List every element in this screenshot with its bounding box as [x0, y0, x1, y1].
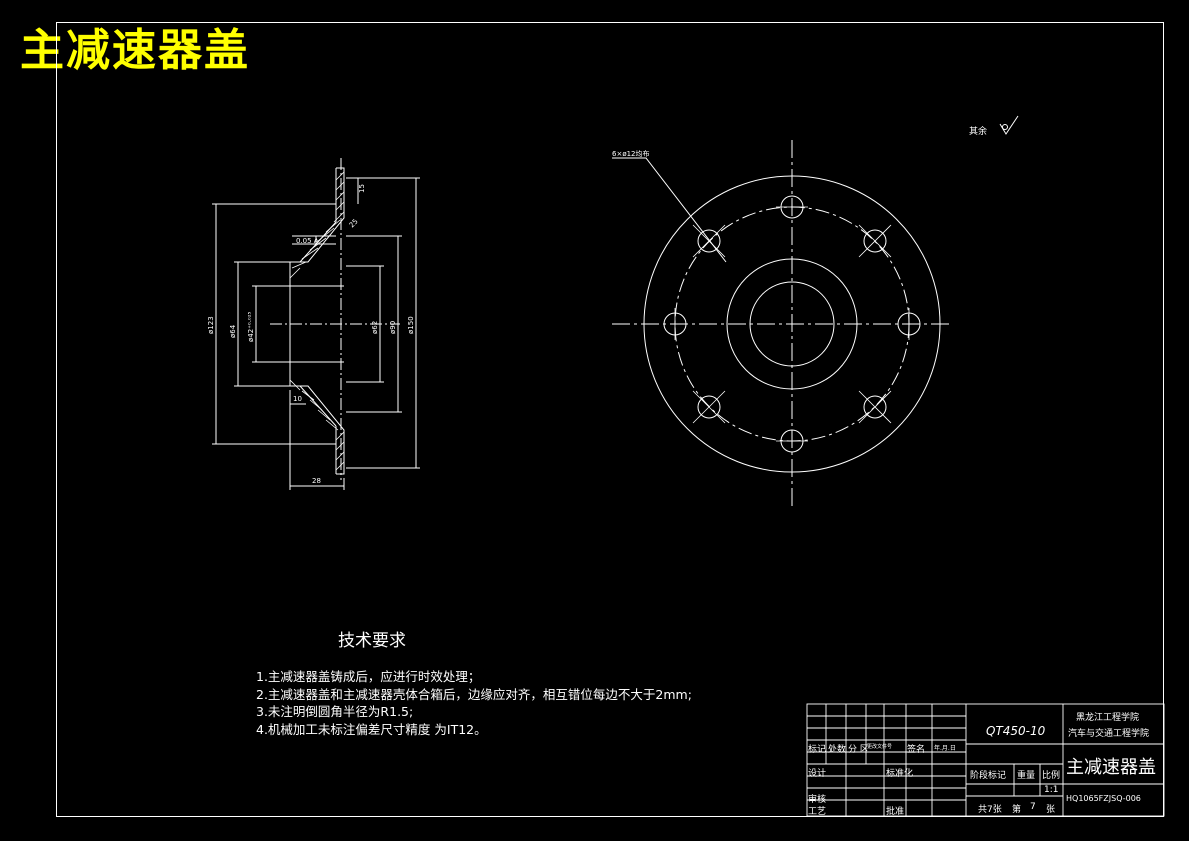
standard-label: 标准化 — [886, 769, 914, 779]
header-sign: 签名 — [907, 745, 926, 755]
header-mark: 标记 — [808, 745, 827, 755]
drawing-number: HQ1065FZJSQ-006 — [1066, 794, 1141, 803]
stage-mark-label: 阶段标记 — [970, 771, 1007, 781]
dim-64: ø64 — [229, 324, 237, 338]
dim-150: ø150 — [407, 316, 415, 334]
part-name: 主减速器盖 — [1066, 757, 1156, 778]
sheet-no-prefix: 第 — [1012, 805, 1022, 815]
hole-callout: 6×ø12均布 — [612, 149, 650, 158]
tech-requirements-title: 技术要求 — [338, 631, 406, 651]
section-view — [212, 158, 420, 490]
dim-28: 28 — [312, 477, 321, 485]
dim-62: ø62 — [371, 321, 379, 334]
tech-notes: 1.主减速器盖铸成后，应进行时效处理； 2.主减速器盖和主减速器壳体合箱后，边缘… — [256, 668, 692, 738]
school-name: 黑龙江工程学院 — [1076, 713, 1140, 723]
dim-25: 25 — [348, 217, 360, 229]
sheets-total: 共7张 — [978, 805, 1002, 815]
dim-15: 15 — [358, 184, 366, 193]
approve-label: 批准 — [886, 807, 905, 817]
review-label: 审核 — [808, 795, 827, 805]
scale-value: 1:1 — [1044, 785, 1059, 795]
title-block-lines — [806, 703, 1165, 817]
scale-label: 比例 — [1042, 771, 1061, 781]
dim-90: ø90 — [389, 321, 397, 334]
dim-123: ø123 — [207, 316, 215, 334]
front-view — [612, 115, 1019, 506]
drawing-title: 主减速器盖 — [20, 25, 250, 76]
drawing-frame — [56, 22, 1164, 817]
header-count: 处数 — [828, 745, 847, 755]
tech-note: 3.未注明倒圆角半径为R1.5; — [256, 704, 414, 719]
tech-note: 4.机械加工未标注偏差尺寸精度 为IT12。 — [256, 721, 487, 737]
process-label: 工艺 — [808, 807, 827, 817]
material-label: QT450-10 — [986, 724, 1046, 738]
roughness-rest-label: 其余 — [969, 127, 988, 137]
tech-note: 1.主减速器盖铸成后，应进行时效处理； — [256, 669, 481, 684]
header-zone: 分 区 — [848, 745, 869, 755]
college-name: 汽车与交通工程学院 — [1068, 729, 1150, 739]
design-label: 设计 — [808, 769, 827, 779]
header-change-doc: 更改文件号 — [867, 744, 893, 750]
dim-10: 10 — [293, 395, 302, 403]
sheet-no: 7 — [1030, 802, 1036, 812]
dim-bore: ø42⁺⁰·⁰²⁵ — [247, 311, 255, 342]
sheet-suffix: 张 — [1046, 805, 1056, 815]
weight-label: 重量 — [1017, 771, 1036, 781]
header-date: 年.月.日 — [934, 745, 956, 752]
flatness-label: 0.05 A — [296, 237, 319, 245]
tech-note: 2.主减速器盖和主减速器壳体合箱后，边缘应对齐，相互错位每边不大于2mm; — [256, 686, 692, 702]
